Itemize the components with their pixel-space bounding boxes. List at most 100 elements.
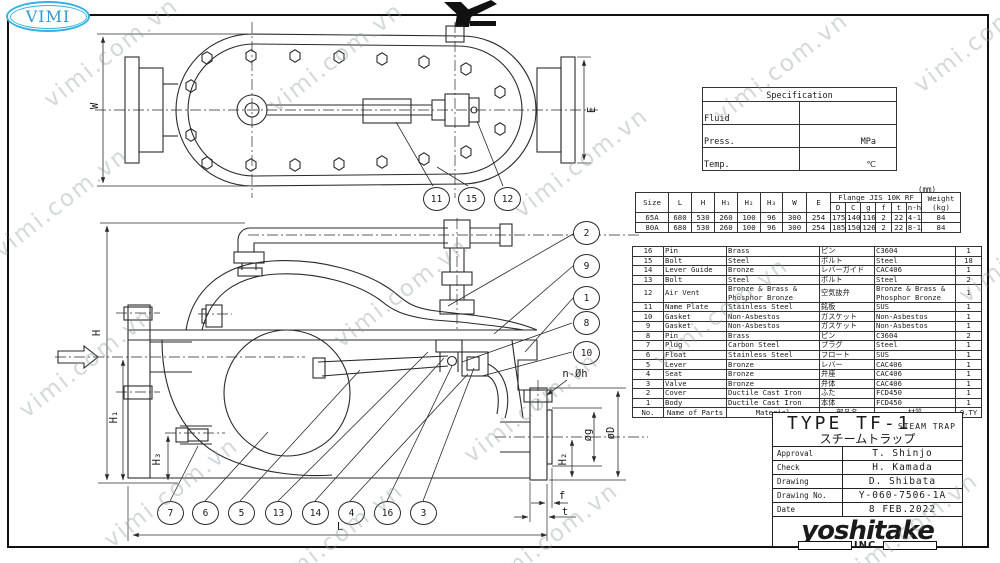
float-circle	[223, 329, 351, 457]
dim-label-h3: H₃	[151, 452, 163, 466]
callout-balloon: 5	[228, 501, 255, 525]
spec-value: ℃	[799, 147, 897, 171]
row-value: T. Shinjo	[872, 448, 933, 459]
callout-balloon: 15	[458, 187, 485, 211]
yoshitake-wordmark: yoshitake	[801, 516, 935, 546]
callout-balloon: 1	[573, 286, 600, 310]
row-label: Drawing No.	[773, 489, 843, 502]
row-value: D. Shibata	[868, 476, 937, 487]
drawing-type: TYPE TF-1	[787, 413, 912, 434]
yoshitake-top-mark-icon	[444, 0, 497, 27]
cover-outline-plan	[187, 43, 523, 177]
callout-balloon: 12	[494, 187, 521, 211]
yoshitake-inc-row: INC.	[773, 540, 962, 551]
callout-balloon: 3	[410, 501, 437, 525]
col-header: n-h	[905, 202, 923, 213]
row-label: Date	[773, 503, 843, 516]
row-label: Check	[773, 461, 843, 474]
col-header: t	[890, 202, 907, 213]
dim-label-h2: H₂	[557, 452, 569, 466]
spec-label: Temp.	[702, 147, 800, 171]
vimi-logo: VIMI	[6, 1, 90, 32]
yoshitake-logo: yoshitake INC.	[773, 518, 962, 553]
title-block-row: Drawing No. Y-060-7506-1A	[773, 489, 962, 503]
callout-balloon: 14	[302, 501, 329, 525]
col-header: f	[875, 202, 892, 213]
col-header: H₃	[760, 192, 783, 213]
dim-label-e: E	[586, 106, 598, 114]
logo-bar	[797, 541, 852, 550]
spec-value	[799, 101, 897, 125]
body-outline-plan	[175, 33, 537, 187]
col-header: Size	[635, 192, 669, 213]
col-header: H₂	[737, 192, 761, 213]
inlet-flange-section	[127, 304, 151, 479]
dim-label-w: W	[89, 102, 101, 110]
dim-label-n-holes: n-Øh	[562, 368, 588, 380]
drawing-subtitle-jp: スチームトラップ	[819, 432, 916, 446]
unit-note: (mm)	[917, 184, 937, 194]
title-block-row: Approval T. Shinjo	[773, 447, 962, 461]
callout-balloon: 7	[157, 501, 184, 525]
col-header: H	[691, 192, 715, 213]
col-header: Weight(kg)	[921, 192, 961, 213]
col-header: C	[845, 202, 862, 213]
callout-balloon: 2	[573, 221, 600, 245]
spec-label: Fluid	[702, 101, 800, 125]
title-block-row: Date 8 FEB.2022	[773, 503, 962, 517]
title-block-row: Drawing D. Shibata	[773, 475, 962, 489]
plan-view	[95, 22, 598, 198]
cover-bolts-plan	[185, 49, 506, 172]
row-label: Drawing	[773, 475, 843, 488]
dim-label-h: H	[91, 329, 103, 337]
table-row: Fluid	[702, 101, 897, 125]
col-header: g	[860, 202, 877, 213]
col-header: L	[668, 192, 692, 213]
callout-balloon: 6	[192, 501, 219, 525]
row-value: H. Kamada	[872, 462, 933, 473]
col-header: W	[782, 192, 807, 213]
spec-value: MPa	[799, 124, 897, 148]
callout-balloon: 8	[573, 311, 600, 335]
callout-balloon: 11	[423, 187, 450, 211]
callout-balloon: 13	[265, 501, 292, 525]
dim-label-od: øD	[605, 426, 617, 440]
dim-label-t: t	[561, 506, 569, 518]
title-block-header: TYPE TF-1 STEAM TRAP スチームトラップ	[773, 413, 962, 447]
row-value: Y-060-7506-1A	[858, 490, 947, 501]
drain-plug	[187, 428, 209, 442]
callout-balloon: 10	[573, 341, 600, 365]
callout-balloon: 16	[374, 501, 401, 525]
dim-label-og: øg	[582, 428, 594, 442]
dim-label-l: L	[336, 521, 344, 533]
dim-label-h1: H₁	[108, 410, 120, 424]
callout-balloon: 4	[338, 501, 365, 525]
drawing-subtitle-en: STEAM TRAP	[897, 422, 956, 431]
vimi-logo-ring	[9, 4, 87, 29]
flange-group-header: Flange JIS 10K RF	[830, 192, 922, 203]
table-row: Press. MPa	[702, 124, 897, 148]
flow-arrow-icon	[57, 344, 99, 370]
callout-balloon: 9	[573, 254, 600, 278]
yoshitake-inc-label: INC.	[853, 540, 882, 551]
spec-title: Specification	[702, 87, 897, 102]
valve-seat	[461, 351, 489, 377]
vimi-logo-text: VIMI	[25, 7, 71, 26]
col-header: H₁	[714, 192, 738, 213]
